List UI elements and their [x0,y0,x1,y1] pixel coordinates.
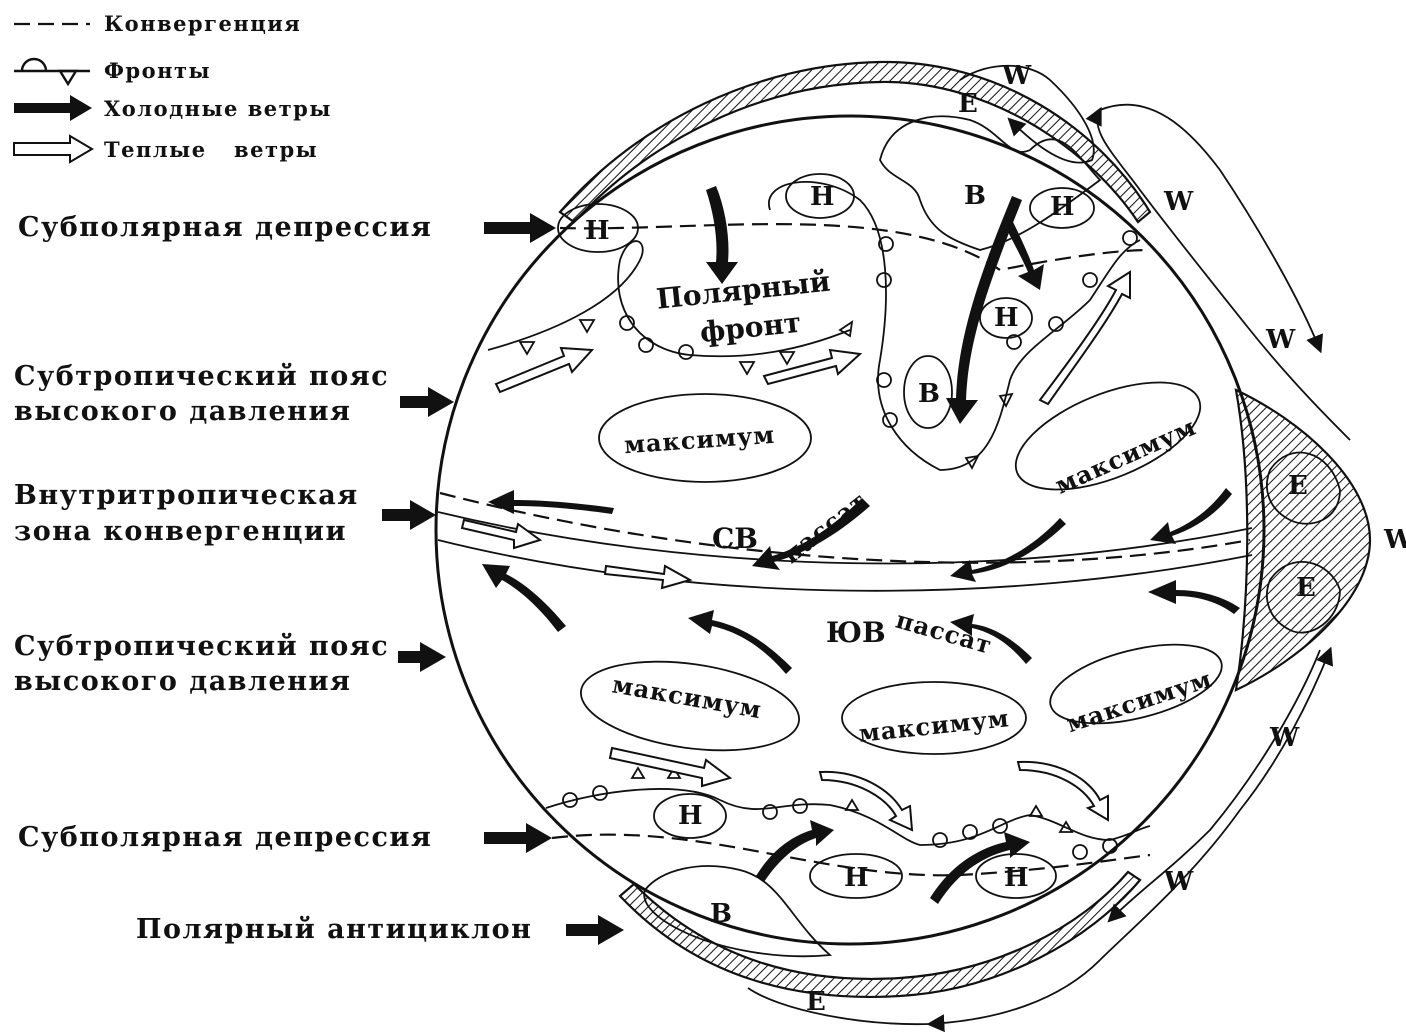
subtropic-bottom-pointer-arrow [398,642,446,672]
legend-convergence-label: Конвергенция [104,11,301,36]
west-mark-lower-right-2: W [1163,867,1194,897]
se-trade-label: ЮВ [826,616,886,649]
east-mark-bottom: E [806,987,826,1017]
legend-warm-arrow-symbol [14,136,92,162]
ne-trade-label: СВ [712,522,758,555]
subtropic-bottom-label-2: высокого давления [14,666,351,697]
high-mark-south-polar: В [710,899,732,929]
north-convergence-dashed [560,224,1150,270]
low-mark-south-left: Н [678,801,703,831]
subtropic-bottom-label-1: Субтропический пояс [14,631,389,662]
max-label-north-left: максимум [623,420,776,459]
polar-anticyclone-pointer-arrow [566,915,624,945]
itcz-label-1: Внутритропическая [14,480,359,511]
itcz-label-2: зона конвергенции [14,516,347,547]
low-mark-north-left: Н [585,216,610,246]
west-mark-lower-right-1: W [1269,723,1300,753]
east-mark-equator-2: E [1296,573,1316,603]
subpolar-top-pointer-arrow [484,213,556,243]
max-label-north-right: максимум [1051,412,1201,500]
globe [436,62,1370,997]
polar-front-label-2: фронт [698,306,802,349]
north-front-bumps [620,231,1137,427]
legend: Конвергенция Фронты Холодные ветры Теплы… [14,11,332,162]
subtropic-top-label-2: высокого давления [14,396,351,427]
low-mark-south-right: Н [1004,863,1029,893]
side-labels: Субполярная депрессия Субтропический поя… [14,212,624,945]
equatorial-easterly-bulge [1236,390,1370,690]
max-label-south-left: максимум [610,669,764,724]
loop-upper-right-back [1097,110,1350,440]
legend-cold-winds-label: Холодные ветры [104,96,332,121]
legend-front-symbol [14,59,90,84]
max-label-south-center: максимум [857,703,1010,748]
low-mark-north-mid: Н [994,303,1019,333]
subtropic-top-label-1: Субтропический пояс [14,361,389,392]
low-mark-north-center: Н [810,182,835,212]
west-mark-upper-right-2: W [1265,325,1296,355]
legend-fronts-label: Фронты [104,58,211,83]
high-mark-north-polar: В [964,181,986,211]
max-label-south-right: максимум [1063,664,1216,738]
south-polar-high-contour [644,866,830,956]
subtropic-top-pointer-arrow [400,387,454,417]
west-mark-upper-right-1: W [1163,187,1194,217]
high-mark-north-mid: В [918,379,940,409]
low-mark-north-right: Н [1050,192,1075,222]
subpolar-depression-bottom-label: Субполярная депрессия [18,822,432,853]
subpolar-depression-top-label: Субполярная депрессия [18,212,432,243]
se-trade-word: пассат [893,605,996,660]
itcz-pointer-arrow [382,500,436,530]
south-polar-front [546,789,1150,845]
legend-warm-winds-label-2: ветры [234,137,318,162]
legend-cold-arrow-symbol [14,95,92,121]
polar-anticyclone-label: Полярный антициклон [136,914,532,945]
south-easterly-belt [620,872,1140,997]
west-mark-top: W [1001,61,1032,91]
east-mark-top: E [958,89,978,119]
west-mark-equator: W [1383,525,1406,555]
legend-warm-winds-label: Теплые [104,137,207,162]
subpolar-bottom-pointer-arrow [484,823,552,853]
polar-front-label-1: Полярный [655,265,832,316]
inner-labels: Полярный фронт максимум максимум максиму… [610,265,1215,748]
low-mark-south-center: Н [844,863,869,893]
east-mark-equator-1: E [1288,471,1308,501]
south-front-bumps [563,786,1117,859]
